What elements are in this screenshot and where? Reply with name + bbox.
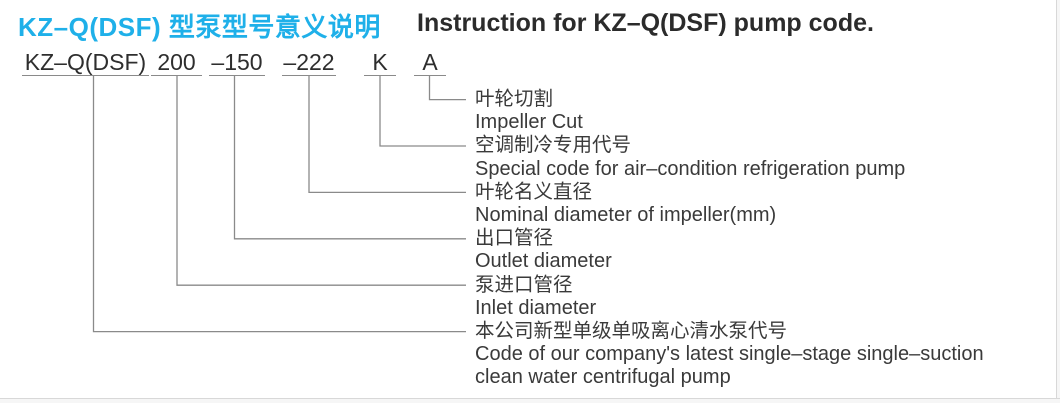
code-segment-series: KZ–Q(DSF) [22,50,149,76]
connector-series-code [92,76,466,333]
connector-aircon-code [379,76,466,147]
page-title-english: Instruction for KZ–Q(DSF) pump code. [417,9,874,37]
legend-line-outlet-diameter-cn: 出口管径 [475,227,554,250]
scan-edge-bottom-margin [0,399,1060,403]
connector-impeller-diameter [308,76,466,194]
legend-line-series-code-en2: clean water centrifugal pump [475,366,731,389]
connector-inlet-diameter [176,76,466,286]
legend-line-impeller-diameter-en: Nominal diameter of impeller(mm) [475,204,777,227]
scan-edge-bottom-line [0,398,1060,399]
connector-outlet-diameter [233,76,466,240]
scan-edge-right-line [1056,0,1057,403]
legend-line-impeller-diameter-cn: 叶轮名义直径 [475,180,593,203]
legend-line-series-code-cn: 本公司新型单级单吸离心清水泵代号 [475,320,788,343]
code-segment-impeller-diameter: –222 [282,49,336,76]
code-segment-inlet-diameter: 200 [151,50,202,76]
code-segment-impeller-cut: A [414,50,446,76]
code-segment-aircon-code: K [364,50,396,76]
legend-line-inlet-diameter-cn: 泵进口管径 [475,273,573,296]
scan-edge-right-margin [1057,0,1060,403]
legend-column: 叶轮切割 Impeller Cut 空调制冷专用代号 Special code … [475,88,984,390]
page-title-chinese: KZ–Q(DSF) 型泵型号意义说明 [18,12,381,42]
connector-impeller-cut [428,76,466,101]
legend-line-aircon-code-cn: 空调制冷专用代号 [475,134,632,157]
legend-line-impeller-cut-cn: 叶轮切割 [475,88,554,110]
code-segment-outlet-diameter: –150 [209,50,265,76]
legend-line-outlet-diameter-en: Outlet diameter [475,250,612,273]
legend-line-inlet-diameter-en: Inlet diameter [475,296,597,319]
legend-line-impeller-cut-en: Impeller Cut [475,111,583,134]
legend-line-aircon-code-en: Special code for air–condition refrigera… [475,157,906,180]
legend-line-series-code-en1: Code of our company's latest single–stag… [475,343,984,366]
